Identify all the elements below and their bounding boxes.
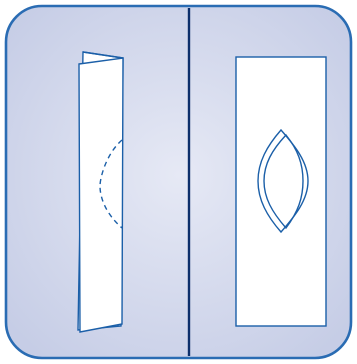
- unfolded-paper-sheet: [235, 56, 327, 327]
- folded-paper-front-sheet: [78, 57, 124, 333]
- left-panel-folded-paper: [77, 51, 124, 333]
- right-panel-unfolded-paper: [235, 56, 327, 327]
- paper-fold-edge: [82, 51, 124, 59]
- lens-cutout-outer: [257, 128, 309, 234]
- lens-cutout-inner: [263, 133, 304, 230]
- half-lens-dashed-outline: [99, 139, 123, 229]
